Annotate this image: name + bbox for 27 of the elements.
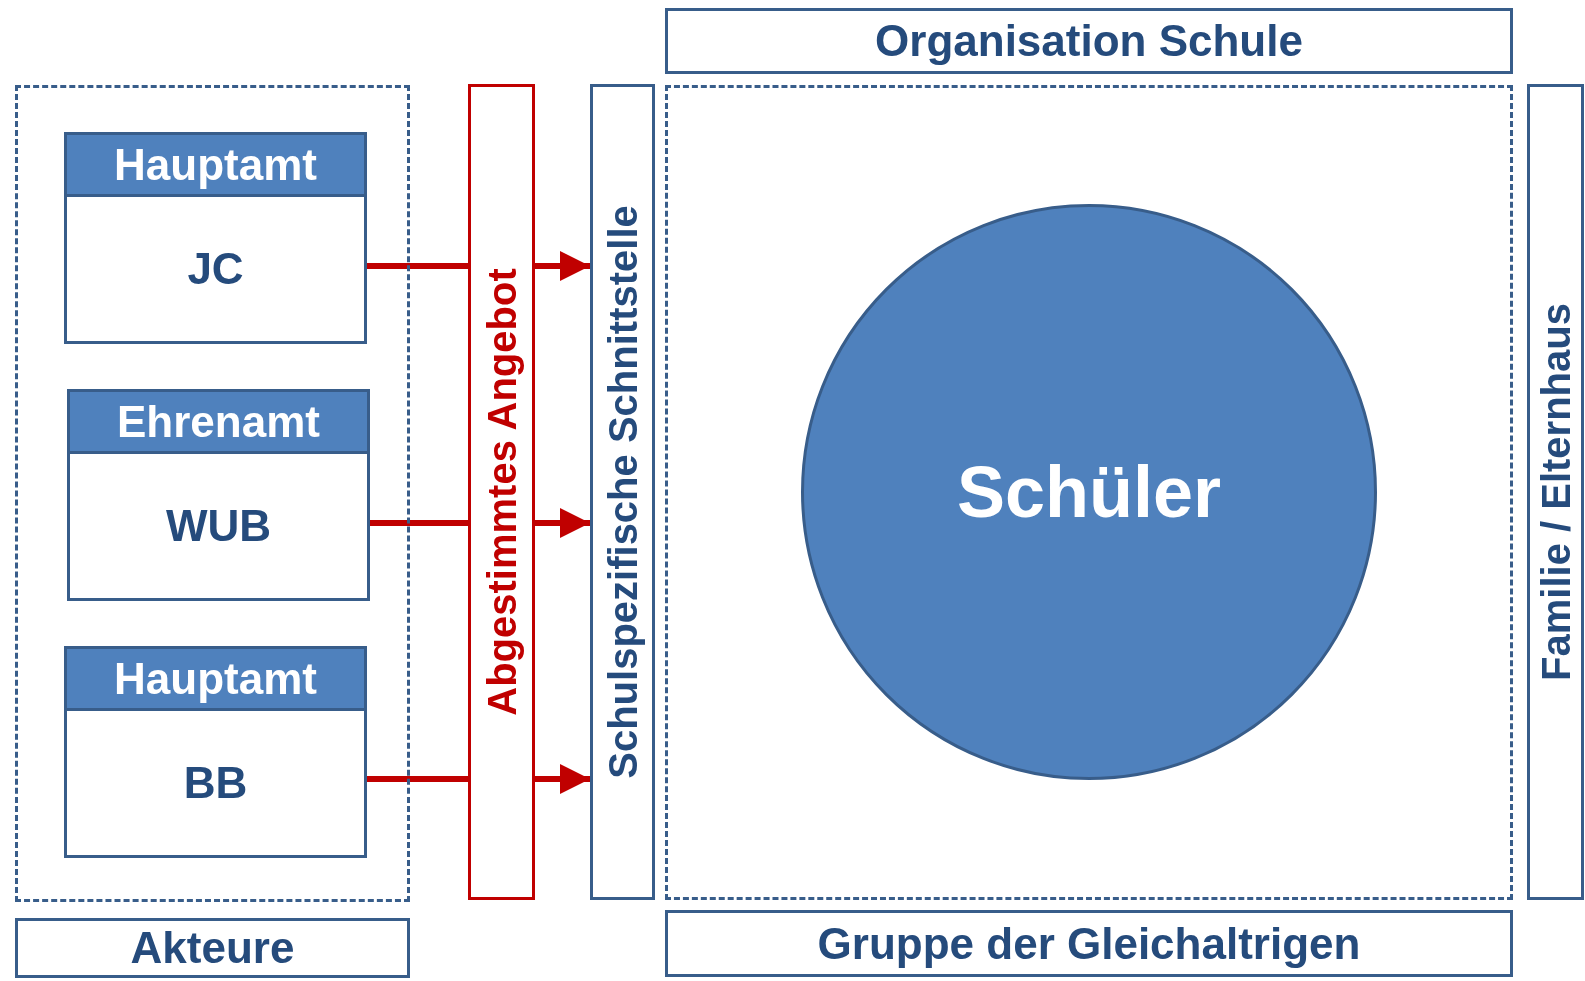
- vertical-band: [468, 84, 535, 900]
- label-box: [665, 910, 1513, 977]
- band-label: Schulspezifische Schnittstelle: [600, 205, 645, 779]
- label-box: [15, 918, 410, 978]
- actor-card: [64, 646, 367, 858]
- label-box: [665, 8, 1513, 74]
- arrow: [535, 251, 590, 281]
- card-header: Hauptamt: [114, 653, 317, 704]
- card-header: Hauptamt: [114, 139, 317, 190]
- actor-card: [64, 132, 367, 344]
- band-label: Familie / Elternhaus: [1533, 303, 1578, 681]
- vertical-band: [1527, 84, 1584, 900]
- box-label: Gruppe der Gleichaltrigen: [817, 918, 1361, 969]
- band-label: Abgestimmtes Angebot: [479, 268, 524, 716]
- arrow: [535, 508, 590, 538]
- dashed-frame: [665, 85, 1513, 900]
- actor-name: JC: [187, 244, 244, 294]
- box-label: Organisation Schule: [875, 16, 1303, 66]
- actor-name: WUB: [165, 501, 272, 551]
- box-label: Akteure: [130, 923, 295, 973]
- actor-card: [67, 389, 370, 601]
- card-header: Ehrenamt: [117, 396, 320, 447]
- circle-label: Schüler: [956, 451, 1222, 533]
- vertical-band: [590, 84, 655, 900]
- actor-name: BB: [183, 758, 248, 808]
- arrow: [535, 764, 590, 794]
- dashed-frame: [15, 85, 410, 902]
